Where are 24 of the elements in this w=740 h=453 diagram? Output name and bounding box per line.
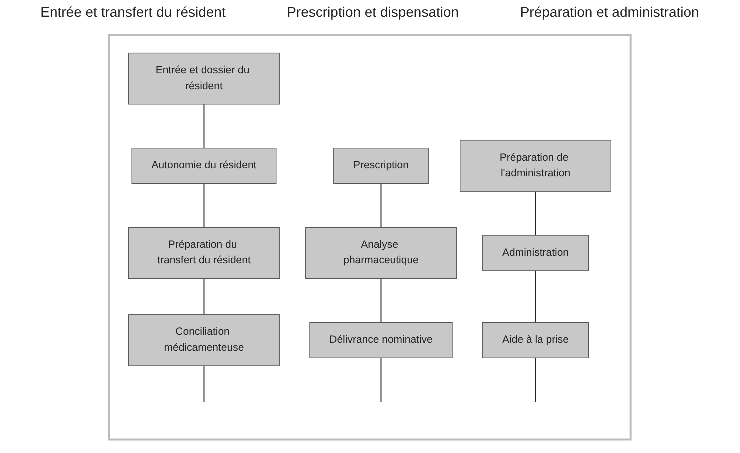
node-box: Préparation du transfert du résident — [128, 227, 280, 280]
connector — [204, 366, 205, 403]
node-box: Délivrance nominative — [310, 322, 453, 358]
connector — [535, 191, 536, 236]
node-box: Conciliation médicamenteuse — [128, 314, 280, 366]
cluster — [108, 34, 632, 441]
column-heading: Prescription et dispensation — [287, 4, 460, 22]
column-heading: Préparation et administration — [520, 4, 700, 22]
connector — [204, 183, 205, 228]
node-box: Autonomie du résident — [132, 148, 277, 184]
node-box: Aide à la prise — [482, 322, 589, 358]
node-box: Prescription — [334, 148, 429, 184]
node-box: Entrée et dossier du résident — [128, 52, 280, 105]
connector — [204, 104, 205, 149]
connector — [380, 358, 382, 403]
node-box: Préparation de l'administration — [460, 140, 612, 192]
connector — [535, 270, 536, 324]
connector — [204, 278, 205, 316]
connector — [380, 183, 382, 228]
node-box: Analyse pharmaceutique — [306, 227, 457, 280]
column-heading: Entrée et transfert du résident — [40, 4, 226, 22]
connector — [380, 278, 382, 324]
connector — [535, 358, 536, 403]
node-box: Administration — [482, 235, 589, 272]
